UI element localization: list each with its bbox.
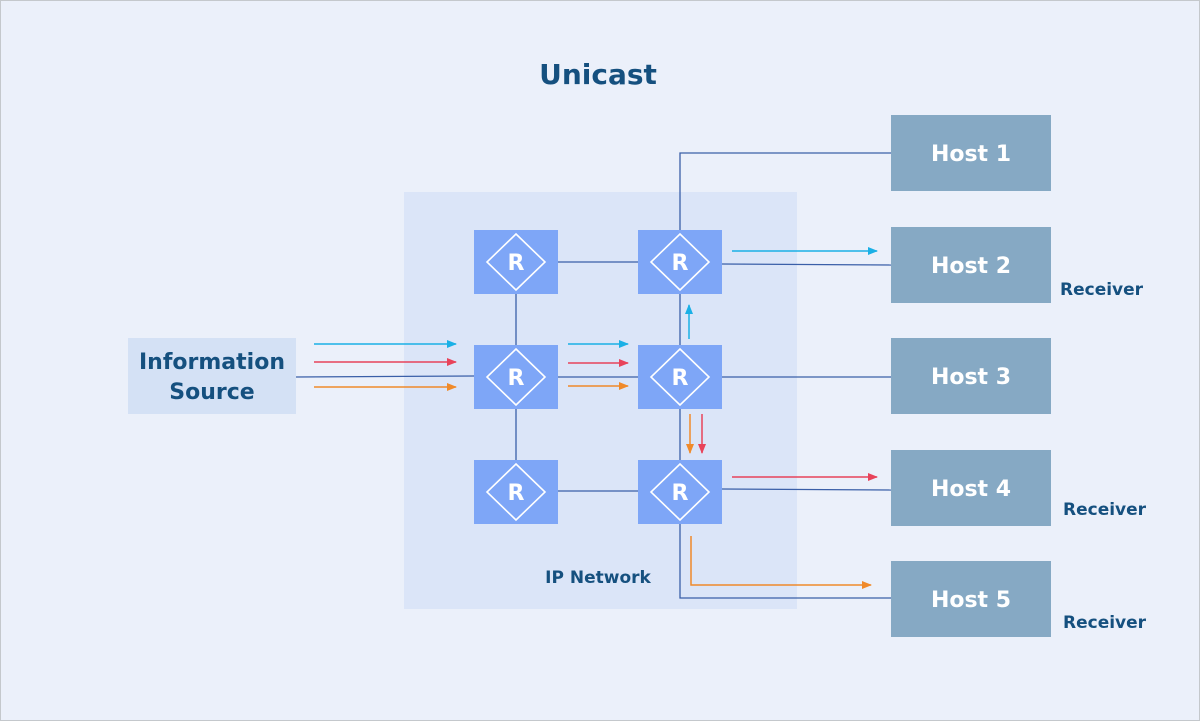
host-box bbox=[891, 561, 1051, 637]
receiver-label: Receiver bbox=[1063, 500, 1147, 520]
host-label: Host 3 bbox=[931, 365, 1011, 390]
router-icon bbox=[485, 462, 547, 522]
host-3: Host 3 bbox=[891, 338, 1051, 414]
link-r6-host5 bbox=[679, 523, 891, 599]
router-icon bbox=[649, 232, 711, 292]
host-label: Host 4 bbox=[931, 477, 1011, 502]
network-links bbox=[295, 152, 892, 599]
flow-to-host-4 bbox=[314, 358, 878, 481]
router-1: R bbox=[474, 230, 558, 294]
host-box bbox=[891, 338, 1051, 414]
router-3: R bbox=[474, 345, 558, 409]
link-r6-host4 bbox=[721, 488, 892, 491]
flow-to-host-5 bbox=[314, 382, 872, 589]
information-source-box bbox=[128, 338, 296, 414]
host-box bbox=[891, 450, 1051, 526]
host-box bbox=[891, 115, 1051, 191]
host-label: Host 1 bbox=[931, 142, 1011, 167]
router-glyph: R bbox=[508, 251, 525, 276]
host-4: Host 4 Receiver bbox=[891, 450, 1147, 526]
flow-arrow bbox=[690, 536, 872, 589]
router-glyph: R bbox=[672, 481, 689, 506]
host-1: Host 1 bbox=[891, 115, 1051, 191]
host-label: Host 5 bbox=[931, 588, 1011, 613]
host-2: Host 2 Receiver bbox=[891, 227, 1144, 303]
router-6: R bbox=[638, 460, 722, 524]
router-glyph: R bbox=[672, 366, 689, 391]
ip-network-area bbox=[404, 192, 797, 609]
router-glyph: R bbox=[508, 481, 525, 506]
router-5: R bbox=[474, 460, 558, 524]
router-icon bbox=[485, 347, 547, 407]
receiver-label: Receiver bbox=[1063, 613, 1147, 633]
host-label: Host 2 bbox=[931, 254, 1011, 279]
link-r2-host2 bbox=[721, 263, 892, 266]
host-box bbox=[891, 227, 1051, 303]
router-glyph: R bbox=[672, 251, 689, 276]
link-r2-host1 bbox=[679, 152, 891, 230]
router-4: R bbox=[638, 345, 722, 409]
router-2: R bbox=[638, 230, 722, 294]
flow-to-host-2 bbox=[314, 247, 878, 348]
link-source-router bbox=[295, 375, 475, 378]
information-source: Information Source bbox=[128, 338, 296, 414]
host-5: Host 5 Receiver bbox=[891, 561, 1147, 637]
router-icon bbox=[649, 462, 711, 522]
router-icon bbox=[649, 347, 711, 407]
router-glyph: R bbox=[508, 366, 525, 391]
information-source-label-line1: Information bbox=[139, 350, 285, 375]
receiver-label: Receiver bbox=[1060, 280, 1144, 300]
router-icon bbox=[485, 232, 547, 292]
diagram-title: Unicast bbox=[539, 58, 657, 91]
ip-network-label: IP Network bbox=[545, 568, 651, 588]
information-source-label-line2: Source bbox=[169, 380, 254, 405]
